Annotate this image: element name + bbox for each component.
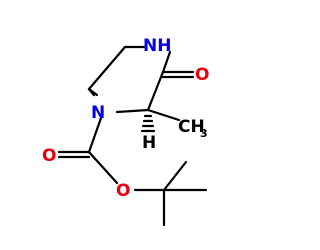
bond-c5-c6	[87, 45, 127, 91]
bond-c5-n1-full	[87, 87, 99, 97]
bond-tbu-me1	[162, 160, 188, 192]
bond-c3-c2	[146, 70, 165, 112]
nh-label: NH	[143, 36, 171, 56]
methyl-label: CH	[178, 117, 205, 137]
stereo-h-label: H	[142, 133, 156, 153]
stereo-hash-bond	[140, 114, 156, 133]
molecule-diagram: NH N O O O CH 3 H	[42, 36, 209, 227]
piperazinone-ring	[87, 45, 172, 114]
bond-c-oester	[87, 150, 119, 185]
ester-oxygen-label: O	[116, 181, 130, 201]
ketone-group	[161, 70, 195, 79]
bond-n1-carbamate	[87, 116, 103, 154]
methyl-subscript: 3	[200, 127, 208, 140]
ketone-oxygen-label: O	[195, 65, 209, 85]
n1-label: N	[91, 103, 105, 123]
bond-c2-methyl	[146, 108, 181, 122]
tert-butyl	[162, 160, 208, 227]
carbamate-carbonyl	[57, 150, 91, 159]
carbonyl-oxygen-label: O	[42, 146, 56, 166]
bond-nh-c3	[161, 50, 172, 74]
bond-c2-n1	[115, 108, 150, 114]
